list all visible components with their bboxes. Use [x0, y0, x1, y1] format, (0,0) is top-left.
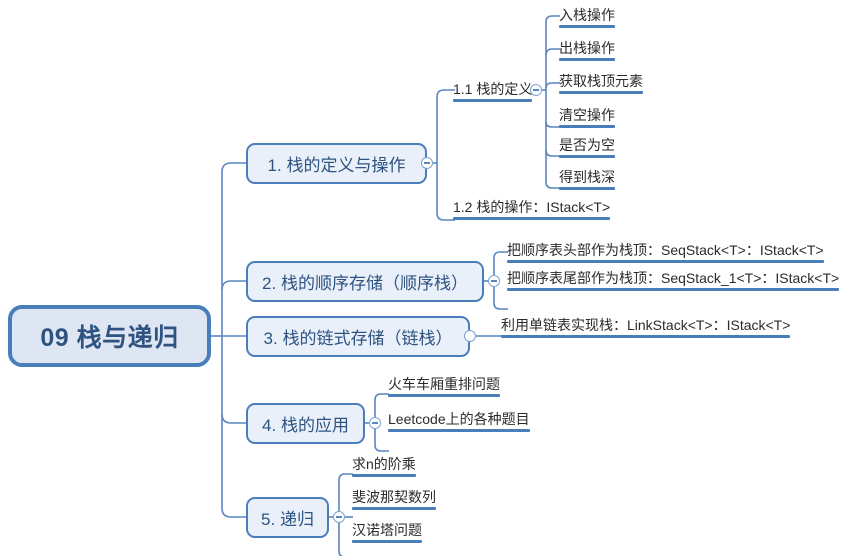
underline-bar: [388, 394, 500, 397]
subnode-5-1[interactable]: 求n的阶乘: [349, 455, 419, 480]
subnode-4-2[interactable]: Leetcode上的各种题目: [385, 410, 533, 435]
leaf-clear-operation[interactable]: 清空操作: [556, 106, 618, 131]
subnode-label: 把顺序表尾部作为栈顶：SeqStack_1<T>：IStack<T>: [507, 270, 840, 286]
subnode-label: 汉诺塔问题: [352, 522, 422, 538]
collapse-toggle-branch-1[interactable]: [421, 157, 433, 169]
collapse-toggle-branch-3[interactable]: [464, 330, 476, 342]
underline-bar: [352, 540, 422, 543]
underline-bar: [559, 91, 643, 94]
leaf-pop-operation[interactable]: 出栈操作: [556, 39, 618, 64]
underline-bar: [507, 288, 840, 291]
underline-bar: [559, 187, 615, 190]
branch-node-5[interactable]: 5. 递归: [246, 497, 329, 538]
underline-bar: [453, 99, 533, 102]
leaf-get-top-element[interactable]: 获取栈顶元素: [556, 72, 646, 97]
underline-bar: [453, 217, 611, 220]
subnode-5-3[interactable]: 汉诺塔问题: [349, 521, 425, 546]
root-node[interactable]: 09 栈与递归: [8, 305, 211, 367]
branch-node-1[interactable]: 1. 栈的定义与操作: [246, 143, 427, 184]
leaf-label: 出栈操作: [559, 40, 615, 56]
leaf-label: 清空操作: [559, 107, 615, 123]
subnode-label: 求n的阶乘: [352, 456, 416, 472]
subnode-1-1-label: 1.1 栈的定义: [453, 81, 533, 97]
subnode-label: 利用单链表实现栈：LinkStack<T>：IStack<T>: [501, 317, 791, 333]
branch-node-4[interactable]: 4. 栈的应用: [246, 403, 365, 444]
subnode-label: 把顺序表头部作为栈顶：SeqStack<T>：IStack<T>: [507, 242, 824, 258]
branch-node-2[interactable]: 2. 栈的顺序存储（顺序栈）: [246, 261, 484, 302]
underline-bar: [559, 155, 615, 158]
leaf-is-empty[interactable]: 是否为空: [556, 136, 618, 161]
leaf-label: 获取栈顶元素: [559, 73, 643, 89]
subnode-1-2-label: 1.2 栈的操作：IStack<T>: [453, 199, 611, 215]
collapse-toggle-subnode-1-1[interactable]: [530, 84, 542, 96]
subnode-label: Leetcode上的各种题目: [388, 411, 530, 427]
subnode-5-2[interactable]: 斐波那契数列: [349, 488, 439, 513]
underline-bar: [352, 507, 436, 510]
underline-bar: [559, 25, 615, 28]
leaf-label: 得到栈深: [559, 169, 615, 185]
collapse-toggle-branch-4[interactable]: [369, 417, 381, 429]
collapse-toggle-branch-5[interactable]: [333, 511, 345, 523]
subnode-1-1[interactable]: 1.1 栈的定义: [450, 80, 535, 105]
leaf-label: 是否为空: [559, 137, 615, 153]
leaf-label: 入栈操作: [559, 7, 615, 23]
underline-bar: [352, 474, 416, 477]
collapse-toggle-branch-2[interactable]: [488, 275, 500, 287]
underline-bar: [507, 260, 824, 263]
leaf-push-operation[interactable]: 入栈操作: [556, 6, 618, 31]
underline-bar: [501, 335, 791, 338]
subnode-1-2[interactable]: 1.2 栈的操作：IStack<T>: [450, 198, 613, 223]
subnode-4-1[interactable]: 火车车厢重排问题: [385, 375, 503, 400]
branch-node-3[interactable]: 3. 栈的链式存储（链栈）: [246, 316, 470, 357]
subnode-label: 火车车厢重排问题: [388, 376, 500, 392]
subnode-2-2[interactable]: 把顺序表尾部作为栈顶：SeqStack_1<T>：IStack<T>: [504, 269, 842, 294]
leaf-get-depth[interactable]: 得到栈深: [556, 168, 618, 193]
underline-bar: [559, 125, 615, 128]
underline-bar: [559, 58, 615, 61]
subnode-label: 斐波那契数列: [352, 489, 436, 505]
underline-bar: [388, 429, 530, 432]
subnode-3-1[interactable]: 利用单链表实现栈：LinkStack<T>：IStack<T>: [498, 316, 793, 341]
subnode-2-1[interactable]: 把顺序表头部作为栈顶：SeqStack<T>：IStack<T>: [504, 241, 827, 266]
